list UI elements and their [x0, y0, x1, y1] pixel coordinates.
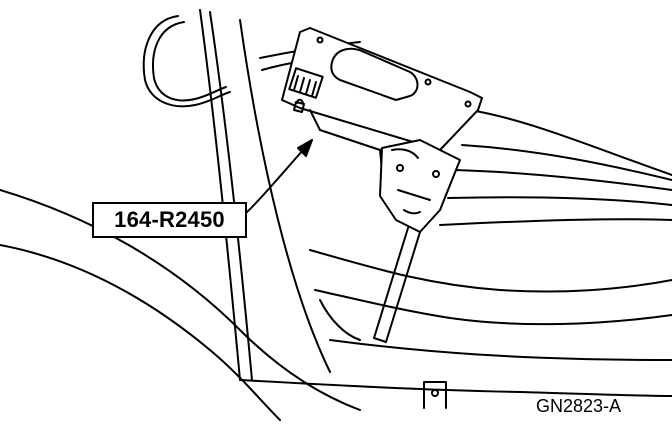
hinge-bracket — [423, 381, 447, 409]
figure-id-label: GN2823-A — [536, 396, 622, 416]
service-tool — [281, 27, 483, 343]
door-seal — [239, 109, 672, 397]
part-number-label: 164-R2450 — [114, 207, 225, 232]
callout-leader — [246, 139, 313, 213]
part-number-callout: 164-R2450 — [92, 202, 247, 238]
vehicle-body-panel — [0, 9, 361, 421]
